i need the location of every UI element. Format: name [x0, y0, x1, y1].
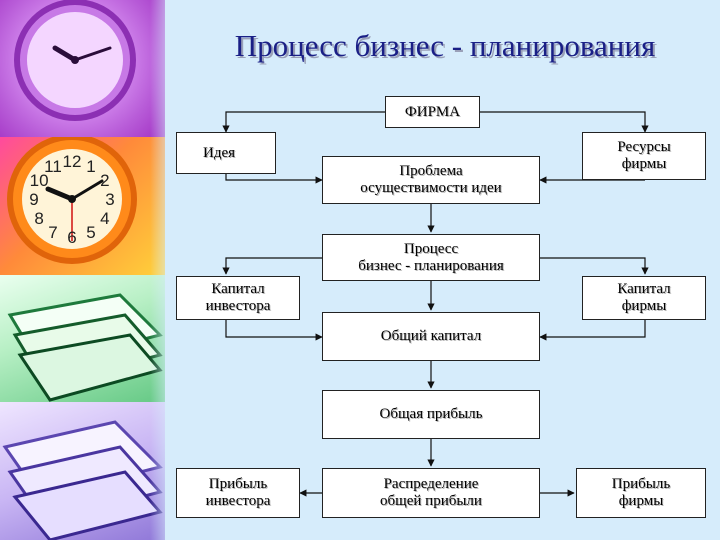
connector-firm-idea	[222, 111, 385, 133]
node-total-profit: Общая прибыль	[322, 390, 540, 439]
node-resources-label: Ресурсы фирмы	[617, 139, 671, 172]
connector-idea-problem	[225, 174, 323, 184]
node-investor-profit: Прибыль инвестора	[176, 468, 300, 518]
node-firm-capital: Капитал фирмы	[582, 276, 706, 320]
node-distribution-label: Распределение общей прибыли	[380, 476, 482, 509]
connector-process-investor-capital	[222, 257, 322, 275]
books-photo-violet	[0, 402, 165, 540]
node-total-capital-label: Общий капитал	[380, 328, 482, 344]
node-total-capital: Общий капитал	[322, 312, 540, 361]
clock-numeral: 11	[44, 157, 62, 176]
node-problem-label: Проблема осуществимости идеи	[360, 163, 502, 196]
clock-numeral: 10	[30, 171, 49, 190]
node-investor-profit-label: Прибыль инвестора	[205, 476, 271, 509]
clock-numeral: 7	[48, 223, 57, 242]
connector-firm-resources	[480, 111, 649, 133]
clock-numeral: 2	[100, 171, 109, 190]
clock-numeral: 6	[67, 228, 76, 247]
connector-process-firm-capital	[540, 257, 649, 275]
connector-investor-capital	[225, 320, 323, 341]
clock-numeral: 1	[86, 157, 95, 176]
clock-numeral: 8	[34, 209, 43, 228]
node-problem: Проблема осуществимости идеи	[322, 156, 540, 204]
node-firm: ФИРМА	[385, 96, 480, 128]
node-firm-capital-label: Капитал фирмы	[617, 281, 671, 314]
node-distribution: Распределение общей прибыли	[322, 468, 540, 518]
clock-numeral: 5	[86, 223, 95, 242]
node-firm-profit-label: Прибыль фирмы	[611, 476, 671, 509]
node-firm-label: ФИРМА	[404, 103, 461, 120]
node-process: Процесс бизнес - планирования	[322, 234, 540, 281]
node-total-profit-label: Общая прибыль	[379, 406, 483, 422]
node-investor-capital: Капитал инвестора	[176, 276, 300, 320]
node-process-label: Процесс бизнес - планирования	[358, 240, 504, 274]
clock-photo-purple	[0, 0, 165, 137]
node-firm-profit: Прибыль фирмы	[576, 468, 706, 518]
slide-title: Процесс бизнес - планирования	[234, 28, 656, 63]
node-resources: Ресурсы фирмы	[582, 132, 706, 180]
books-photo-green	[0, 275, 165, 402]
node-investor-capital-label: Капитал инвестора	[205, 281, 271, 314]
node-idea-label: Идея	[203, 144, 236, 161]
clock-numeral: 3	[105, 190, 114, 209]
clock-numeral: 4	[100, 209, 109, 228]
node-idea: Идея	[176, 132, 276, 174]
strip-fade	[150, 0, 210, 540]
connector-firm-capital	[539, 320, 646, 341]
clock-numeral: 9	[29, 190, 38, 209]
clock-numeral: 12	[63, 152, 82, 171]
